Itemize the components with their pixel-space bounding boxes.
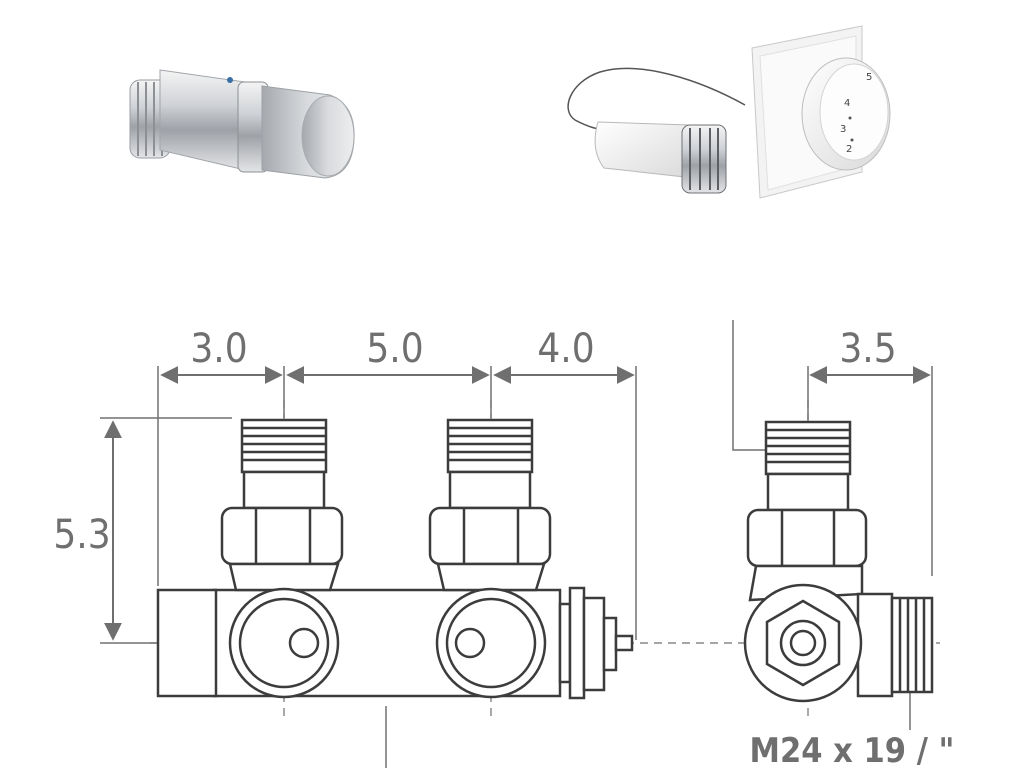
svg-text:5: 5	[866, 72, 872, 83]
dimension-4-0: 4.0	[537, 326, 594, 372]
dimension-5-0: 5.0	[366, 326, 423, 372]
valve-front-view	[156, 418, 634, 700]
thermostatic-head-photo	[129, 69, 355, 179]
thread-size-label: M24 x 19 / "	[750, 731, 955, 768]
valve-side-view	[743, 420, 934, 703]
svg-text:4: 4	[844, 98, 850, 109]
dimension-3-5: 3.5	[839, 326, 896, 372]
remote-sensor-thermostat-photo: 5 4 3 2	[567, 25, 891, 199]
dimension-3-0: 3.0	[190, 326, 247, 372]
dimension-arrows	[104, 366, 931, 641]
dimension-5-3: 5.3	[53, 512, 110, 558]
svg-text:2: 2	[846, 144, 852, 155]
svg-text:3: 3	[840, 124, 846, 135]
